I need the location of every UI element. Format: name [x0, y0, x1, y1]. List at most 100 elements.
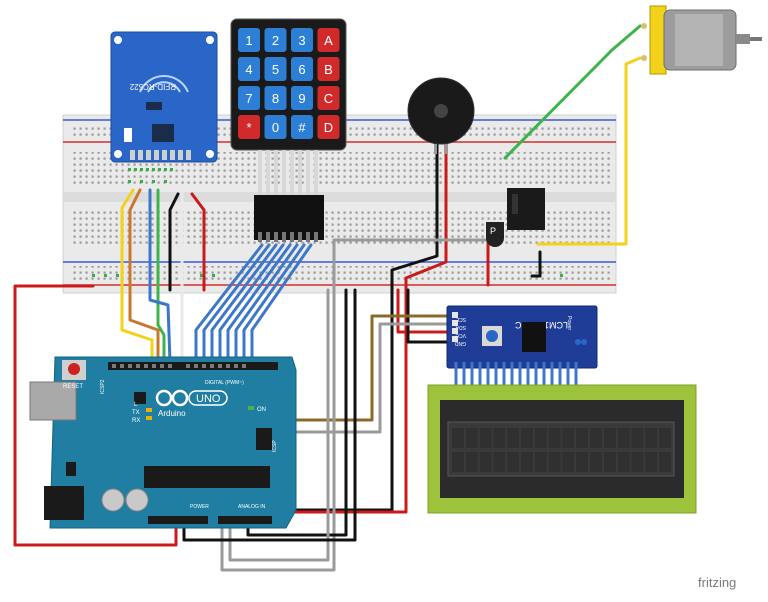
- lcd-cell: [645, 428, 658, 448]
- analog-header: [218, 516, 272, 524]
- wire-gray-trans: [220, 238, 498, 572]
- svg-text:P: P: [490, 226, 496, 236]
- fritzing-watermark: fritzing: [698, 575, 736, 590]
- relay: [507, 188, 545, 230]
- keypad-connector: [254, 195, 324, 240]
- keypad-key-label: #: [298, 120, 306, 135]
- keypad-key-14[interactable]: [291, 115, 313, 139]
- keypad-key-7[interactable]: [317, 57, 340, 81]
- wire-green-rfid: [156, 188, 166, 364]
- lcd-cell: [465, 452, 478, 472]
- wire-yellow-motor: [536, 56, 642, 246]
- digital-header: [108, 362, 278, 370]
- keypad-key-5[interactable]: [264, 57, 287, 81]
- lcd-cell: [659, 452, 671, 472]
- lcd-cell: [534, 428, 547, 448]
- lcd-cell: [548, 428, 561, 448]
- lcd-cell: [507, 428, 520, 448]
- led-rx-label: RX: [132, 418, 140, 424]
- keypad-key-6[interactable]: [291, 57, 313, 81]
- wire-blue-rfid: [148, 188, 172, 364]
- icsp-label: ICSP: [272, 440, 278, 452]
- lcd-cell: [590, 452, 602, 472]
- lcd-cell: [548, 452, 561, 472]
- keypad-key-label: A: [324, 33, 333, 48]
- lcd-cell: [465, 428, 478, 448]
- keypad-key-9[interactable]: [264, 86, 287, 110]
- digital-label: DIGITAL (PWM~): [205, 380, 244, 386]
- keypad-key-4[interactable]: [238, 57, 260, 81]
- keypad-key-label: 7: [245, 91, 252, 106]
- rfid-module: RFID-RC522: [110, 31, 218, 163]
- lcd-cell: [576, 452, 589, 472]
- keypad-key-label: 4: [245, 62, 252, 77]
- wire-red-rfid: [190, 192, 206, 292]
- rfid-label: RFID-RC522: [129, 82, 176, 91]
- wire-black-i2c-gnd: [406, 288, 457, 344]
- power-header: [148, 516, 208, 524]
- lcd-cell: [659, 428, 671, 448]
- keypad-key-label: C: [324, 91, 333, 106]
- dc-motor: [641, 5, 762, 75]
- wire-black-rfid: [168, 192, 180, 292]
- i2c-pin-sda: SDA: [455, 324, 466, 330]
- lcd-cell: [617, 428, 630, 448]
- led-tx-label: TX: [132, 410, 140, 416]
- lcd-cell: [507, 452, 520, 472]
- keypad-key-label: 5: [272, 62, 279, 77]
- keypad-key-10[interactable]: [291, 86, 313, 110]
- usb-connector: [29, 381, 77, 421]
- wire-black-gnd: [182, 288, 357, 542]
- power-jack: [44, 486, 84, 520]
- lcd-cell: [479, 452, 492, 472]
- keypad-key-13[interactable]: [264, 115, 287, 139]
- keypad-key-0[interactable]: [238, 28, 260, 52]
- i2c-power-label: Power: [566, 316, 572, 331]
- keypad-key-12[interactable]: [238, 115, 260, 139]
- keypad-key-1[interactable]: [264, 28, 287, 52]
- arduino-board: RESET DIGITAL (PWM~) POWER ANALOG IN ICS…: [29, 356, 297, 529]
- keypad-key-2[interactable]: [291, 28, 313, 52]
- lcd-cells: [452, 428, 671, 472]
- keypad-key-11[interactable]: [317, 86, 340, 110]
- wire-black-relay: [530, 250, 542, 278]
- keypad-key-label: 9: [298, 91, 305, 106]
- atmega-chip: [144, 466, 270, 488]
- lcd-cell: [562, 428, 575, 448]
- lcd-cell: [562, 452, 575, 472]
- lcd-cell: [603, 452, 616, 472]
- model-label: UNO: [196, 393, 221, 405]
- i2c-pin-gnd: GND: [455, 340, 467, 346]
- keypad-key-label: D: [324, 120, 333, 135]
- lcd-cell: [521, 428, 533, 448]
- lcd-cell: [617, 452, 630, 472]
- lcd-cell: [576, 428, 589, 448]
- keypad-key-15[interactable]: [317, 115, 340, 139]
- lcd-cell: [534, 452, 547, 472]
- keypad-key-label: 0: [272, 120, 279, 135]
- led-l-label: L: [134, 402, 138, 408]
- keypad-key-label: 6: [298, 62, 305, 77]
- icsp2-label: ICSP2: [100, 379, 106, 394]
- transistor: P: [486, 222, 504, 247]
- wire-red-power-loop: [13, 284, 178, 547]
- lcd-cell: [631, 428, 644, 448]
- i2c-backpack: LCM1602 IIC SCL SDA VCC GND Power: [446, 305, 598, 369]
- buzzer: [407, 77, 475, 154]
- keypad-key-label: 8: [272, 91, 279, 106]
- keypad-key-label: 3: [298, 33, 305, 48]
- lcd-cell: [479, 428, 492, 448]
- keypad-ribbon: [258, 150, 318, 195]
- keypad-key-label: *: [246, 120, 251, 135]
- lcd-cell: [631, 452, 644, 472]
- reset-button[interactable]: [68, 363, 80, 375]
- lcd-cell: [493, 428, 506, 448]
- keypad-key-8[interactable]: [238, 86, 260, 110]
- wire-orange-rfid: [128, 188, 160, 364]
- keypad-key-label: B: [324, 62, 333, 77]
- keypad-key-3[interactable]: [317, 28, 340, 52]
- wire-green-motor: [503, 24, 642, 160]
